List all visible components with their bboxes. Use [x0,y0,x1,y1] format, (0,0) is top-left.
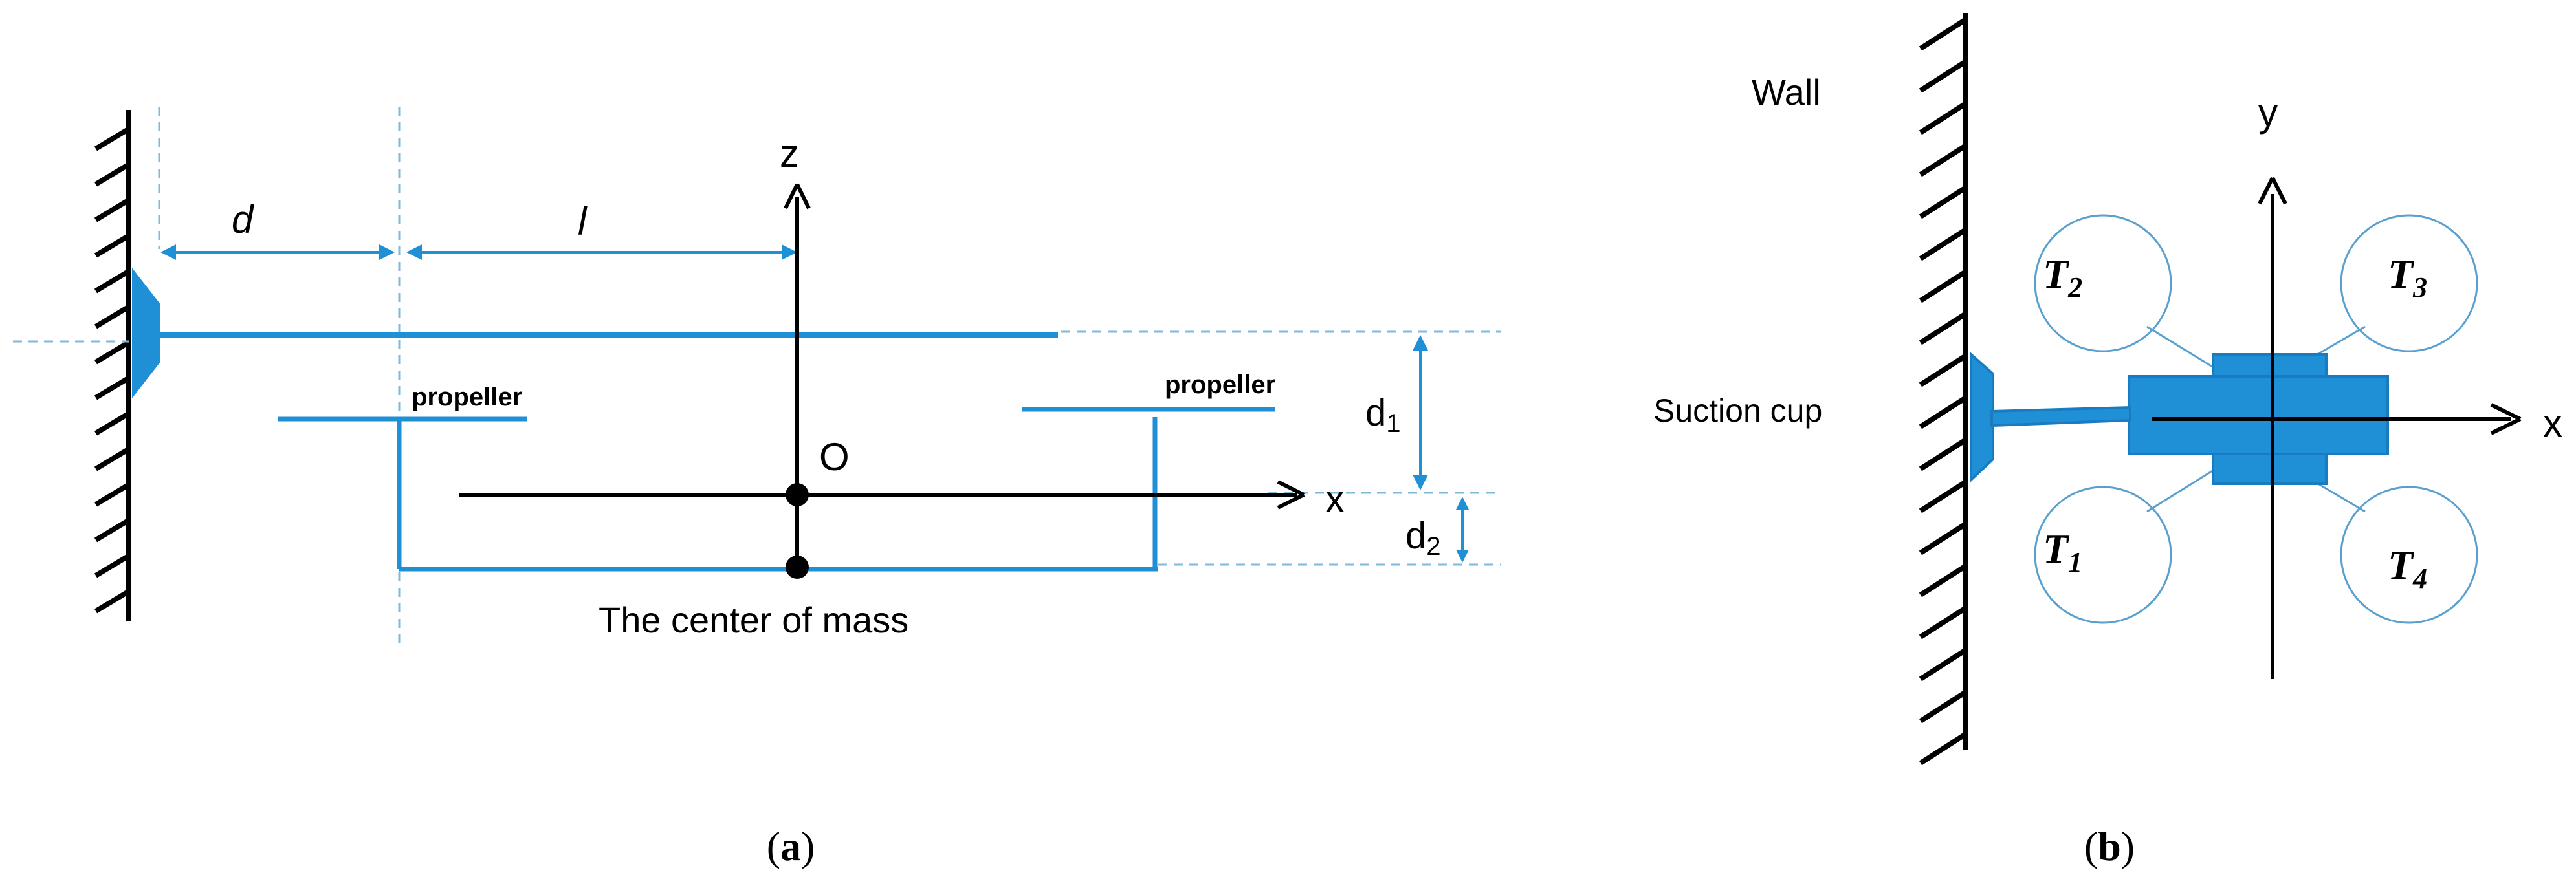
label-propeller-right: propeller [1165,371,1275,399]
wall-a-hatch-3 [94,233,130,258]
label-y: y [2258,91,2278,135]
dim-d2-arrow-bottom [1456,550,1469,563]
label-t3: T3 [2388,251,2427,303]
suction-cup-b [1970,351,1994,483]
y-axis-arrowhead [2258,177,2287,205]
wall-b-hatch-11 [1919,479,1968,513]
wall-a-hatch-7 [94,376,130,400]
suction-cup-a [132,268,160,398]
guides-a [13,107,1501,647]
dim-d1-arrow-top [1413,335,1428,351]
axes-b [2152,177,2522,679]
z-axis-arrowhead [784,183,811,210]
wall-b-hatch-10 [1919,437,1968,471]
propeller-circle-t1 [2034,486,2172,624]
wall-a-hatch-5 [94,305,130,329]
propellers-b [2034,214,2478,624]
label-l: l [578,200,588,243]
wall-b-hatch-8 [1919,353,1968,387]
label-d2: d2 [1405,515,1441,561]
center-of-mass-point [786,556,809,579]
wall-b-hatch-13 [1919,563,1968,598]
wall-b-hatch-15 [1919,647,1968,682]
dim-d1-arrow-bottom [1413,475,1428,490]
label-t2: T2 [2043,251,2082,303]
label-z: z [780,132,799,175]
x-axis-a-arrowhead [1277,480,1305,510]
origin-point [786,483,809,506]
dim-l-arrow-left [406,244,422,260]
wall-b-hatch-4 [1919,185,1968,219]
frame-a [278,407,1275,572]
wall-b-hatch-6 [1919,269,1968,303]
wall-b-hatch-3 [1919,143,1968,177]
wall-a-hatch-0 [94,127,130,151]
wall-b-hatch-17 [1919,731,1968,766]
wall-a-hatch-8 [94,411,130,436]
panel-b: Wall Suction cup y x T2 T3 T1 T4 (b) [1653,13,2562,869]
body-frame [2128,375,2389,455]
caption-b: (b) [2084,823,2135,869]
wall-b-hatching [1919,17,1968,766]
wall-a-hatch-1 [94,162,130,187]
wall-b-hatch-0 [1919,17,1968,51]
dim-l-arrow-right [782,244,797,260]
dim-d-arrow-left [160,244,176,260]
label-propeller-left: propeller [412,383,522,411]
label-d: d [232,198,254,241]
label-x-b: x [2543,402,2562,445]
wall-b-hatch-12 [1919,521,1968,556]
axes-a [459,183,1305,579]
wall-b-hatch-9 [1919,395,1968,429]
label-d1: d1 [1365,392,1401,438]
label-o: O [819,435,850,479]
wall-a-hatch-11 [94,518,130,543]
wall-a-hatch-6 [94,340,130,365]
wall-a-hatch-10 [94,482,130,507]
wall-a-hatch-13 [94,589,130,614]
wall-b-hatch-5 [1919,227,1968,261]
dim-d2-arrow-top [1456,497,1469,510]
leader-t2 [2146,325,2221,373]
dimensions-a [160,244,1469,563]
wall-b [1919,13,1968,766]
wall-b-hatch-2 [1919,101,1968,135]
label-suction-cup: Suction cup [1653,393,1822,429]
wall-b-hatch-14 [1919,605,1968,640]
dim-d-arrow-right [379,244,395,260]
leader-t1 [2146,464,2221,513]
propeller-circle-t3 [2340,214,2478,352]
wall-a-hatching [94,127,130,614]
wall-b-hatch-7 [1919,311,1968,345]
label-wall: Wall [1752,72,1821,113]
suction-arm [1990,405,2131,427]
label-center-of-mass: The center of mass [599,600,908,640]
x-axis-b-arrowhead [2490,403,2522,435]
caption-a: (a) [767,823,815,869]
wall-a-hatch-12 [94,554,130,578]
panel-a: d l z x O d1 d2 propeller propeller The … [13,107,1501,869]
wall-a-hatch-9 [94,447,130,471]
label-t4: T4 [2388,542,2427,594]
propeller-circle-t2 [2034,214,2172,352]
wall-a [94,110,131,621]
label-x-a: x [1325,477,1345,521]
propeller-circle-t4 [2340,486,2478,624]
wall-b-hatch-1 [1919,59,1968,93]
wall-b-hatch-16 [1919,689,1968,724]
wall-a-hatch-4 [94,269,130,294]
wall-a-hatch-2 [94,198,130,222]
label-t1: T1 [2043,526,2082,578]
